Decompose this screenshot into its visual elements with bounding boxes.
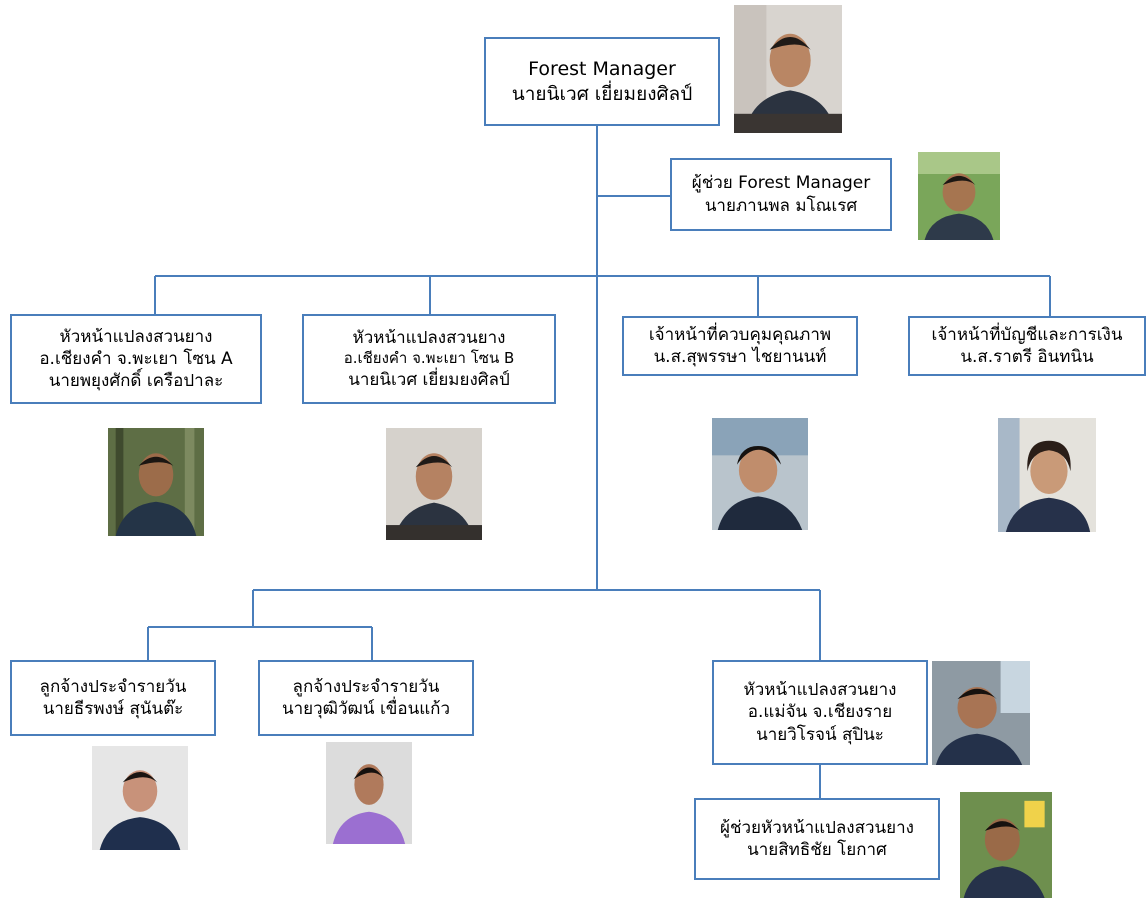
plot-head-a-name: นายพยุงศักดิ์ เครือปาละ: [48, 371, 224, 392]
plot-head-b-location: อ.เชียงคำ จ.พะเยา โซน B: [343, 349, 515, 368]
quality-officer-name: น.ส.สุพรรษา ไชยานนท์: [653, 347, 827, 367]
plot-head-b-photo: [386, 428, 482, 540]
worker-1-title: ลูกจ้างประจำรายวัน: [39, 676, 187, 697]
worker-2-photo: [326, 742, 412, 844]
worker-2-name: นายวุฒิวัฒน์ เขื่อนแก้ว: [281, 699, 451, 719]
plot-head-c-name: นายวิโรจน์ สุปินะ: [756, 724, 884, 745]
plot-head-b-title: หัวหน้าแปลงสวนยาง: [352, 328, 506, 349]
assistant-manager-name: นายภานพล มโณเรศ: [704, 195, 858, 216]
forest-manager-photo: [734, 5, 842, 133]
quality-officer-title: เจ้าหน้าที่ควบคุมคุณภาพ: [648, 324, 832, 345]
plot-head-c-photo: [932, 661, 1030, 765]
plot-head-zone-b-box: หัวหน้าแปลงสวนยาง อ.เชียงคำ จ.พะเยา โซน …: [302, 314, 556, 404]
worker-2-title: ลูกจ้างประจำรายวัน: [292, 676, 440, 697]
finance-officer-name: น.ส.ราตรี อินทนิน: [960, 347, 1094, 367]
plot-assistant-title: ผู้ช่วยหัวหน้าแปลงสวนยาง: [720, 817, 914, 838]
plot-head-zone-a-box: หัวหน้าแปลงสวนยาง อ.เชียงคำ จ.พะเยา โซน …: [10, 314, 262, 404]
plot-head-b-name: นายนิเวศ เยี่ยมยงศิลป์: [348, 369, 510, 390]
quality-control-officer-box: เจ้าหน้าที่ควบคุมคุณภาพ น.ส.สุพรรษา ไชยา…: [622, 316, 858, 376]
plot-head-a-photo: [108, 428, 204, 536]
daily-worker-1-box: ลูกจ้างประจำรายวัน นายธีรพงษ์ สุนันต๊ะ: [10, 660, 216, 736]
plot-head-c-title: หัวหน้าแปลงสวนยาง: [743, 680, 897, 701]
finance-officer-photo: [998, 418, 1096, 532]
daily-worker-2-box: ลูกจ้างประจำรายวัน นายวุฒิวัฒน์ เขื่อนแก…: [258, 660, 474, 736]
assistant-manager-title: ผู้ช่วย Forest Manager: [691, 173, 871, 194]
worker-1-name: นายธีรพงษ์ สุนันต๊ะ: [42, 699, 184, 719]
plot-head-a-location: อ.เชียงคำ จ.พะเยา โซน A: [39, 348, 233, 369]
plot-assistant-box: ผู้ช่วยหัวหน้าแปลงสวนยาง นายสิทธิชัย โยก…: [694, 798, 940, 880]
finance-officer-box: เจ้าหน้าที่บัญชีและการเงิน น.ส.ราตรี อิน…: [908, 316, 1146, 376]
forest-manager-box: Forest Manager นายนิเวศ เยี่ยมยงศิลป์: [484, 37, 720, 126]
plot-head-mae-chan-box: หัวหน้าแปลงสวนยาง อ.แม่จัน จ.เชียงราย นา…: [712, 660, 928, 765]
quality-officer-photo: [712, 418, 808, 530]
assistant-manager-box: ผู้ช่วย Forest Manager นายภานพล มโณเรศ: [670, 158, 892, 231]
plot-head-c-location: อ.แม่จัน จ.เชียงราย: [747, 702, 893, 723]
assistant-manager-photo: [918, 152, 1000, 240]
plot-assistant-photo: [960, 792, 1052, 898]
forest-manager-title: Forest Manager: [528, 57, 676, 80]
finance-officer-title: เจ้าหน้าที่บัญชีและการเงิน: [931, 324, 1123, 345]
plot-head-a-title: หัวหน้าแปลงสวนยาง: [59, 326, 213, 347]
worker-1-photo: [92, 746, 188, 850]
plot-assistant-name: นายสิทธิชัย โยกาศ: [747, 840, 887, 860]
forest-manager-name: นายนิเวศ เยี่ยมยงศิลป์: [511, 82, 693, 105]
